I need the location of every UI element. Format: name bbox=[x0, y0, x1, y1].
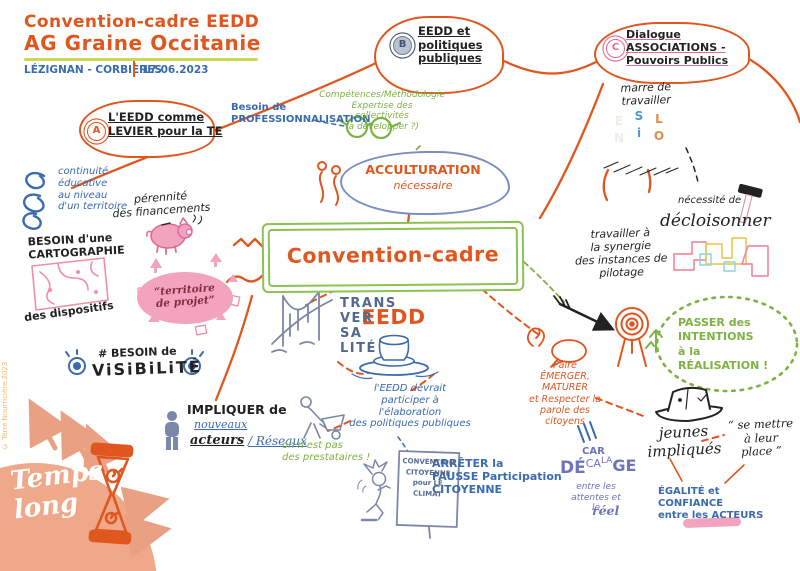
eye-icons bbox=[65, 349, 204, 375]
pottery-wheel-icon bbox=[351, 334, 439, 380]
jeunes-label: jeunes impliqués bbox=[646, 421, 722, 461]
car-label: CAR bbox=[582, 446, 605, 457]
temps-long-label: Temps long bbox=[8, 455, 105, 526]
spiral-squiggle-icon bbox=[22, 171, 46, 230]
cloud-c-label: Dialogue ASSOCIATIONS - Pouvoirs Publics bbox=[626, 28, 729, 67]
people-silhouettes-icon bbox=[317, 161, 341, 206]
se-mettre-note: “ se mettre à leur place ” bbox=[727, 415, 794, 459]
map-icon bbox=[31, 257, 109, 311]
cloud-node-a bbox=[79, 100, 215, 158]
title-underline bbox=[24, 58, 258, 61]
impliquer-acteurs: acteurs bbox=[190, 433, 245, 448]
entre-attentes-note: entre les attentes et le bbox=[571, 482, 621, 514]
credit-line: © Terre Nourricière 2023 bbox=[1, 361, 9, 450]
wheelbarrow-person-icon bbox=[300, 396, 345, 440]
hat-icon bbox=[655, 386, 723, 422]
silo-letters-2: S i bbox=[634, 109, 644, 140]
central-topic-box: Convention-cadre EEDD bbox=[261, 220, 525, 329]
egalite-note: ÉGALITÉ et CONFIANCE entre les ACTEURS bbox=[658, 486, 764, 521]
territoire-blob-icon bbox=[137, 253, 241, 336]
continuite-note: continuité éducative au niveau d'un terr… bbox=[58, 166, 128, 213]
badge-a: A bbox=[87, 122, 106, 141]
speech-bubble-icon bbox=[550, 339, 587, 368]
necessite-note: nécessité de bbox=[678, 195, 742, 206]
decalage-part2: CA bbox=[585, 457, 601, 470]
competences-note: Compétences/Méthodologie Expertise des c… bbox=[319, 90, 445, 132]
impliquer-reseaux: / Réseaux bbox=[248, 434, 307, 448]
impliquer-label: IMPLIQUER de bbox=[187, 402, 287, 417]
event-date: 17.06.2023 bbox=[142, 64, 209, 76]
decalage-label: DÉCALAGE bbox=[560, 456, 636, 478]
decalage-part1: DÉ bbox=[560, 458, 586, 478]
badge-c: C bbox=[606, 39, 625, 58]
visibilite-label: ViSiBiLiTÉ bbox=[91, 357, 203, 380]
marre-note: marre de travailler bbox=[620, 80, 672, 108]
header-divider bbox=[133, 61, 135, 77]
silo-letters-3: L O bbox=[653, 112, 665, 143]
passer-intentions-label: PASSER des INTENTIONS à la RÉALISATION ! bbox=[678, 316, 769, 372]
reel-label: réel bbox=[592, 503, 620, 518]
hammer-icon bbox=[737, 183, 763, 224]
cloud-node-c bbox=[594, 22, 750, 84]
protest-sign-icon bbox=[395, 450, 461, 539]
arrow-to-target-icon bbox=[553, 295, 616, 331]
decalage-part4: GE bbox=[612, 456, 637, 475]
cloud-a-label: L'EEDD comme LEVIER pour la TE bbox=[108, 110, 223, 138]
cloud-b-label: EEDD et politiques publiques bbox=[418, 24, 483, 66]
bridge-icon bbox=[271, 291, 333, 353]
faire-emerger-note: Faire ÉMERGER, MATURER et Respecter la p… bbox=[528, 360, 602, 428]
jester-figure-icon bbox=[357, 459, 391, 522]
acculturation-label: ACCULTURATION bbox=[365, 162, 481, 177]
silo-pencils-icon bbox=[603, 161, 679, 176]
ear-icon bbox=[526, 327, 545, 347]
black-dashed-connector bbox=[685, 147, 699, 183]
piggy-bank-icon bbox=[146, 214, 203, 255]
professionnalisation-note: Besoin de PROFESSIONNALISATION bbox=[231, 102, 371, 125]
eedd-devrait-note: l'EEDD devrait participer à l'élaboratio… bbox=[349, 383, 471, 430]
page-title-line1: Convention-cadre EEDD bbox=[24, 12, 260, 32]
glasses-icon bbox=[337, 115, 402, 140]
prestataires-note: on n'est pas des prestataires ! bbox=[282, 440, 371, 463]
cartographie-note: BESOIN d'une CARTOGRAPHIE bbox=[27, 231, 125, 262]
decloisonner-label: décloisonner bbox=[660, 211, 771, 231]
event-location: LÉZIGNAN - CORBIÈRES bbox=[24, 64, 162, 76]
orange-solid-connectors bbox=[669, 458, 745, 484]
intentions-burst-border bbox=[655, 295, 799, 393]
silo-letters-1: E N bbox=[613, 114, 625, 145]
page-title-line2: AG Graine Occitanie bbox=[24, 31, 261, 55]
target-icon bbox=[615, 307, 649, 367]
interlocking-wall-icon bbox=[673, 237, 769, 277]
badge-b: B bbox=[393, 36, 412, 55]
hatch-marks-icon bbox=[577, 421, 597, 443]
person-icon bbox=[165, 411, 179, 450]
pancarte-text: CONVENTION CITOYENNE pour LE CLIMAT bbox=[402, 457, 455, 498]
acculturation-sublabel: nécessaire bbox=[393, 179, 453, 192]
decalage-part3: LA bbox=[600, 456, 613, 466]
cloud-node-b bbox=[374, 16, 504, 94]
hourglass-icon bbox=[88, 442, 134, 545]
equals-bars-icon bbox=[683, 517, 742, 528]
impliquer-nouveaux: nouveaux bbox=[194, 418, 248, 431]
arreter-note: ARRÊTER la FAUSSE Participation CITOYENN… bbox=[432, 457, 562, 496]
acculturation-cloud bbox=[340, 151, 510, 215]
synergie-note: travailler à la synergie des instances d… bbox=[574, 225, 668, 280]
transversalite-label: TRANS VER SA LITÉ bbox=[340, 296, 397, 356]
